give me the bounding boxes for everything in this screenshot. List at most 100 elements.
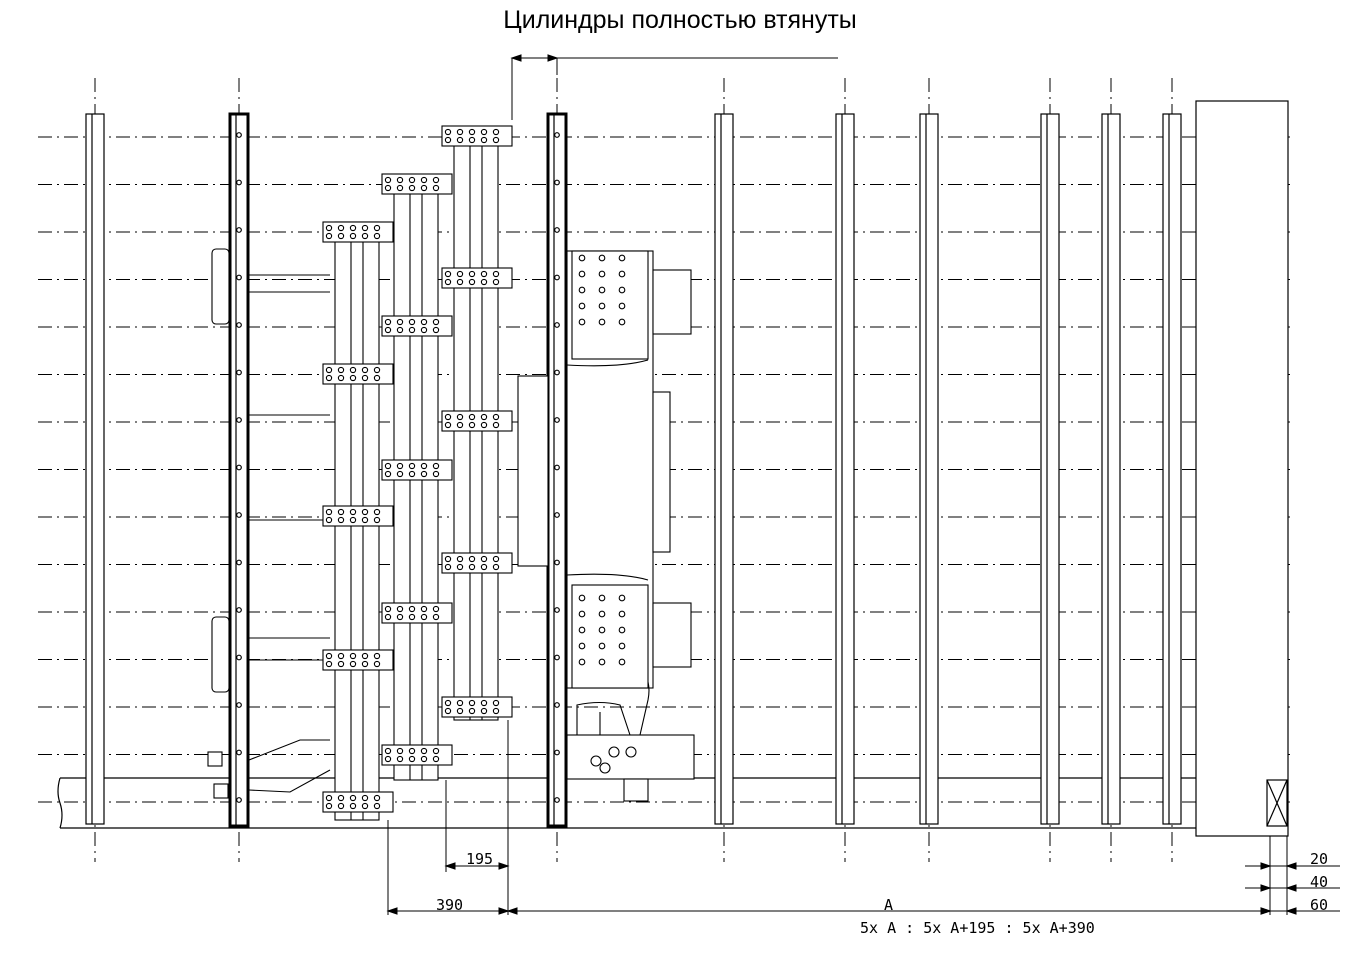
block-bolt	[361, 794, 369, 802]
block-bolt	[325, 224, 333, 232]
block-bolt	[361, 802, 369, 810]
hose	[576, 681, 650, 736]
block-bolt	[325, 508, 333, 516]
plate	[1101, 113, 1121, 825]
block-bolt	[432, 318, 440, 326]
block-bolt	[361, 516, 369, 524]
block-bolt	[361, 508, 369, 516]
bolt-block	[381, 459, 453, 481]
bolt-block	[322, 221, 394, 243]
drive-bolt	[598, 626, 606, 634]
block-bolt	[349, 652, 357, 660]
arrowhead	[444, 862, 456, 870]
block-bolt	[408, 755, 416, 763]
block-bolt	[420, 613, 428, 621]
drive-bolt	[618, 594, 626, 602]
drive-bolt	[618, 610, 626, 618]
motor-upper	[652, 269, 692, 335]
block-bolt	[432, 613, 440, 621]
block-bolt	[444, 128, 452, 136]
block-bolt	[396, 326, 404, 334]
bolt	[554, 179, 560, 186]
block-bolt	[480, 278, 488, 286]
bolt	[554, 464, 560, 471]
block-bolt	[456, 707, 464, 715]
block-bolt	[456, 555, 464, 563]
fitting	[590, 755, 602, 767]
dimension-lines	[386, 54, 1340, 915]
block-bolt	[384, 176, 392, 184]
drive-bolt	[618, 286, 626, 294]
block-bolt	[468, 136, 476, 144]
arrowhead	[498, 862, 510, 870]
block-bolt	[396, 462, 404, 470]
block-bolt	[373, 516, 381, 524]
block-bolt	[384, 184, 392, 192]
block-bolt	[361, 374, 369, 382]
block-bolt	[492, 421, 500, 429]
block-bolt	[349, 794, 357, 802]
drive-bolt	[618, 270, 626, 278]
block-bolt	[325, 660, 333, 668]
block-bolt	[384, 470, 392, 478]
block-bolt	[337, 366, 345, 374]
outer-plates	[57, 100, 1289, 837]
gear-side	[652, 391, 671, 553]
fitting	[599, 762, 611, 774]
block-bolt	[456, 136, 464, 144]
block-bolt	[444, 563, 452, 571]
arrowhead	[510, 54, 522, 62]
block-bolt	[337, 516, 345, 524]
block-bolt	[325, 232, 333, 240]
block-bolt	[408, 176, 416, 184]
block-bolt	[492, 699, 500, 707]
block-bolt	[325, 794, 333, 802]
block-bolt	[492, 563, 500, 571]
bolt	[554, 512, 560, 518]
block-bolt	[444, 555, 452, 563]
bolt	[236, 464, 242, 471]
bolt-block	[381, 173, 453, 195]
block-bolt	[337, 660, 345, 668]
block-bolt	[432, 326, 440, 334]
fitting-left	[213, 783, 229, 799]
block-bolt	[456, 421, 464, 429]
fitting	[608, 746, 620, 758]
bolt-block	[441, 552, 513, 574]
block-bolt	[432, 184, 440, 192]
drive-bolt	[578, 286, 586, 294]
block-bolt	[373, 802, 381, 810]
block-bolt	[480, 413, 488, 421]
block-bolt	[337, 224, 345, 232]
block-bolt	[480, 421, 488, 429]
block-bolt	[468, 270, 476, 278]
block-bolt	[444, 421, 452, 429]
block-bolt	[361, 660, 369, 668]
bolt	[236, 274, 242, 281]
bolt	[554, 607, 560, 613]
block-bolt	[444, 136, 452, 144]
gear-disc	[517, 375, 549, 567]
bolt	[554, 322, 560, 328]
drive-bolt	[618, 642, 626, 650]
bolt	[554, 559, 560, 566]
plate	[714, 113, 734, 825]
block-bolt	[468, 707, 476, 715]
block-bolt	[325, 374, 333, 382]
block-bolt	[492, 413, 500, 421]
dim-20-label: 20	[1310, 850, 1328, 868]
plate	[835, 113, 855, 825]
block-bolt	[396, 470, 404, 478]
block-bolt	[396, 605, 404, 613]
plate	[85, 113, 105, 825]
block-bolt	[480, 270, 488, 278]
dim-60-label: 60	[1310, 896, 1328, 914]
arrowhead	[506, 907, 518, 915]
bolt-block	[441, 125, 513, 147]
block-bolt	[468, 563, 476, 571]
bolt-block	[322, 363, 394, 385]
dim-195-label: 195	[466, 850, 493, 868]
block-bolt	[349, 366, 357, 374]
bolt	[554, 797, 560, 803]
block-bolt	[456, 128, 464, 136]
